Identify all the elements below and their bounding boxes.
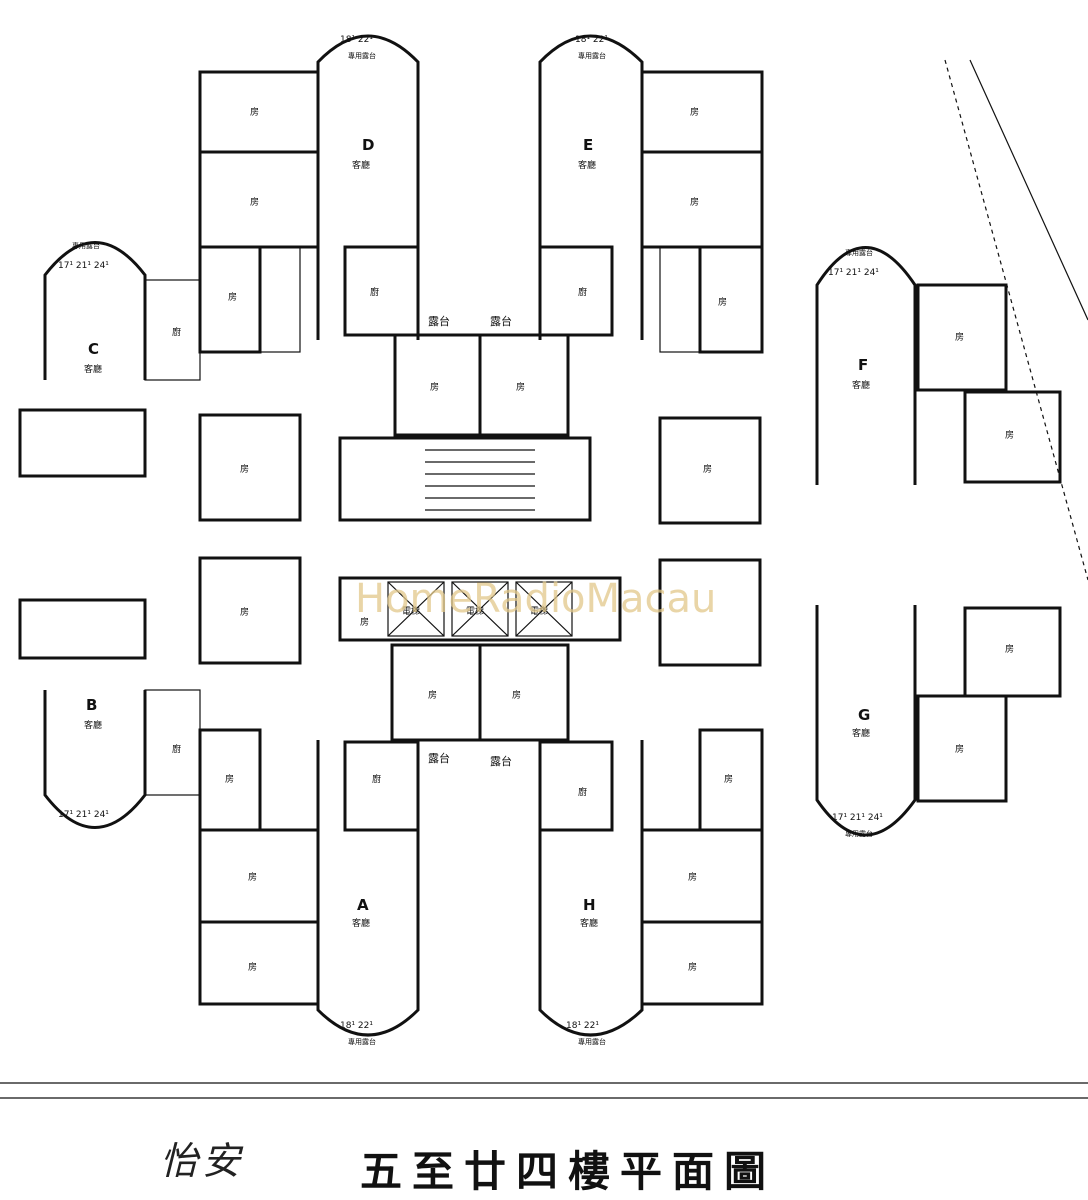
unit-c-room-label: 房 <box>240 463 249 475</box>
unit-h-room2-label: 房 <box>688 961 697 973</box>
unit-e-room2-label: 房 <box>690 196 699 208</box>
unit-f: F 客廳 房 房 房 17¹ 21¹ 24¹ 專用露台 <box>658 246 1062 525</box>
lobby-room-label: 房 <box>360 616 369 628</box>
unit-e-balcony-label: 專用露台 <box>578 51 606 60</box>
unit-f-floors: 17¹ 21¹ 24¹ <box>828 268 879 278</box>
unit-h: H 客廳 房 房 房 廚 18¹ 22¹ 專用露台 <box>538 728 764 1046</box>
unit-h-room1-label: 房 <box>688 871 697 883</box>
unit-d-living-label: 客廳 <box>352 159 370 171</box>
unit-g: G 客廳 房 房 17¹ 21¹ 24¹ 專用露台 <box>658 558 1062 838</box>
core-room-nw-label: 房 <box>430 381 439 393</box>
unit-f-living-label: 客廳 <box>852 379 870 391</box>
lift-3-label: 電梯 <box>530 605 548 617</box>
unit-a-kitchen-label: 廚 <box>372 773 381 785</box>
unit-h-room3-label: 房 <box>724 773 733 785</box>
unit-e-room1-label: 房 <box>690 106 699 118</box>
unit-e-room3-label: 房 <box>718 296 727 308</box>
unit-d-floors: 18¹ 22¹ <box>340 35 373 45</box>
core-rooms: 房 房 房 房 露台 露台 露台 露台 電梯 電梯 電梯 房 <box>360 314 570 768</box>
terrace-nw-label: 露台 <box>428 314 450 328</box>
unit-d-room2-label: 房 <box>250 196 259 208</box>
unit-c-kitchen-label: 廚 <box>172 326 181 338</box>
unit-a-living-label: 客廳 <box>352 917 370 929</box>
unit-g-letter: G <box>858 706 870 724</box>
unit-e-kitchen-label: 廚 <box>578 286 587 298</box>
unit-b-room-label: 房 <box>240 606 249 618</box>
unit-d-room1-label: 房 <box>250 106 259 118</box>
core-room-se-label: 房 <box>512 689 521 701</box>
unit-b-kitchen-label: 廚 <box>172 743 181 755</box>
terrace-ne-label: 露台 <box>490 314 512 328</box>
unit-c-letter: C <box>88 340 99 358</box>
site-boundary <box>0 59 1088 1099</box>
unit-a-balcony-label: 專用露台 <box>348 1037 376 1046</box>
unit-g-room2-label: 房 <box>955 743 964 755</box>
unit-g-living-label: 客廳 <box>852 727 870 739</box>
unit-a-room3-label: 房 <box>225 773 234 785</box>
unit-d-letter: D <box>362 136 374 154</box>
unit-g-balcony-label: 專用露台 <box>845 829 873 838</box>
unit-f-room2-label: 房 <box>1005 429 1014 441</box>
core-room-sw-label: 房 <box>428 689 437 701</box>
unit-a-floors: 18¹ 22¹ <box>340 1021 373 1031</box>
lift-2-label: 電梯 <box>466 605 484 617</box>
unit-a-letter: A <box>357 896 369 914</box>
unit-h-letter: H <box>583 896 596 914</box>
unit-c: C 客廳 房 廚 17¹ 21¹ 24¹ 專用露台 <box>18 241 302 522</box>
unit-h-kitchen-label: 廚 <box>578 786 587 798</box>
terrace-se-label: 露台 <box>490 754 512 768</box>
unit-c-balcony-label: 專用露台 <box>72 241 100 250</box>
terrace-sw-label: 露台 <box>428 751 450 765</box>
plan-title: 五至廿四樓平面圖 <box>360 1147 777 1196</box>
unit-a-room2-label: 房 <box>248 961 257 973</box>
unit-h-floors: 18¹ 22¹ <box>566 1021 599 1031</box>
unit-d-balcony-label: 專用露台 <box>348 51 376 60</box>
unit-f-room3-label: 房 <box>703 463 712 475</box>
unit-c-floors: 17¹ 21¹ 24¹ <box>58 261 109 271</box>
unit-e-living-label: 客廳 <box>578 159 596 171</box>
lift-1-label: 電梯 <box>402 605 420 617</box>
unit-b: B 客廳 房 廚 17¹ 21¹ 24¹ <box>18 556 302 829</box>
unit-g-room1-label: 房 <box>1005 643 1014 655</box>
unit-c-living-label: 客廳 <box>84 363 102 375</box>
unit-f-letter: F <box>858 356 868 374</box>
unit-d-room3-label: 房 <box>228 291 237 303</box>
estate-name: 怡安 <box>160 1139 245 1183</box>
unit-e: E 客廳 房 房 房 廚 18¹ 22¹ 專用露台 <box>538 34 764 354</box>
unit-h-living-label: 客廳 <box>580 917 598 929</box>
unit-a-room1-label: 房 <box>248 871 257 883</box>
unit-a: A 客廳 房 房 房 廚 18¹ 22¹ 專用露台 <box>198 728 420 1046</box>
unit-b-letter: B <box>86 696 97 714</box>
unit-d-kitchen-label: 廚 <box>370 286 379 298</box>
unit-g-floors: 17¹ 21¹ 24¹ <box>832 813 883 823</box>
unit-e-letter: E <box>583 136 593 154</box>
unit-d: D 客廳 房 房 房 廚 18¹ 22¹ 專用露台 <box>198 34 420 354</box>
unit-f-balcony-label: 專用露台 <box>845 248 873 257</box>
unit-f-room1-label: 房 <box>955 331 964 343</box>
unit-h-balcony-label: 專用露台 <box>578 1037 606 1046</box>
core-room-ne-label: 房 <box>516 381 525 393</box>
unit-b-living-label: 客廳 <box>84 719 102 731</box>
central-core <box>338 436 622 642</box>
unit-e-floors: 18¹ 22¹ <box>575 35 608 45</box>
unit-b-floors: 17¹ 21¹ 24¹ <box>58 810 109 820</box>
watermark: HomeRadioMacau <box>355 576 716 622</box>
